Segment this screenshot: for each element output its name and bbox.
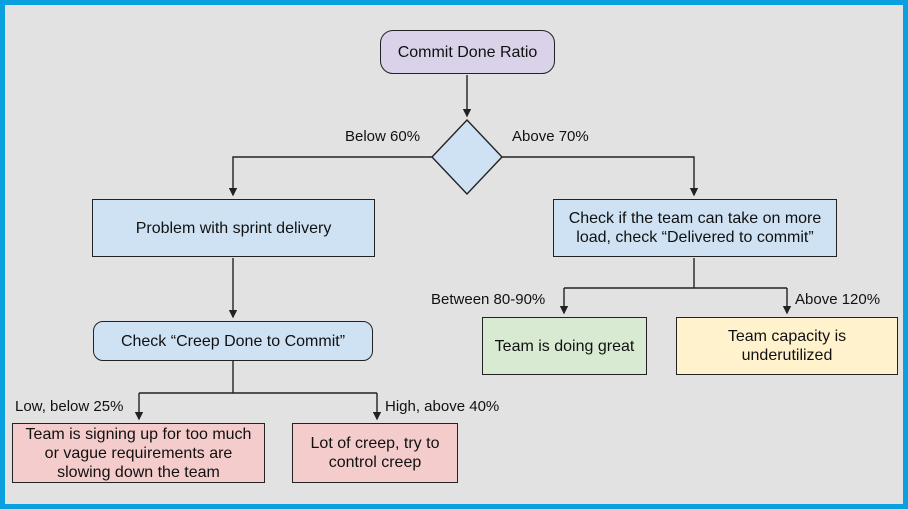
node-lot-of-creep-label: Lot of creep, try to control creep <box>310 435 440 471</box>
node-team-overcommit: Team is signing up for too much or vague… <box>12 423 265 483</box>
edge-label-above-70: Above 70% <box>512 128 589 145</box>
edge-label-below-60: Below 60% <box>345 128 421 145</box>
node-check-team-load: Check if the team can take on more load,… <box>553 199 837 257</box>
edge-label-high-above-40: High, above 40% <box>385 398 500 415</box>
node-lot-of-creep: Lot of creep, try to control creep <box>292 423 458 483</box>
node-problem-sprint-delivery-label: Problem with sprint delivery <box>135 219 332 237</box>
node-commit-done-ratio-label: Commit Done Ratio <box>397 43 538 61</box>
node-check-team-load-label: Check if the team can take on more load,… <box>568 210 822 246</box>
edge-label-above-120: Above 120% <box>795 291 881 308</box>
node-team-underutilized-label: Team capacity is underutilized <box>727 328 847 364</box>
node-problem-sprint-delivery: Problem with sprint delivery <box>92 199 375 257</box>
connector-decision-problem <box>228 156 432 197</box>
node-team-underutilized: Team capacity is underutilized <box>676 317 898 375</box>
node-check-creep-done-to-commit: Check “Creep Done to Commit” <box>93 321 373 361</box>
node-team-overcommit-label: Team is signing up for too much or vague… <box>25 425 252 481</box>
node-commit-done-ratio: Commit Done Ratio <box>380 30 555 74</box>
node-team-doing-great-label: Team is doing great <box>494 337 635 355</box>
edge-label-between-80-90: Between 80-90% <box>431 291 546 308</box>
decision-diamond <box>431 118 503 196</box>
node-check-creep-done-to-commit-label: Check “Creep Done to Commit” <box>120 332 346 350</box>
edge-label-low-below-25: Low, below 25% <box>15 398 124 415</box>
node-team-doing-great: Team is doing great <box>482 317 647 375</box>
connector-decision-checkload <box>502 156 699 197</box>
